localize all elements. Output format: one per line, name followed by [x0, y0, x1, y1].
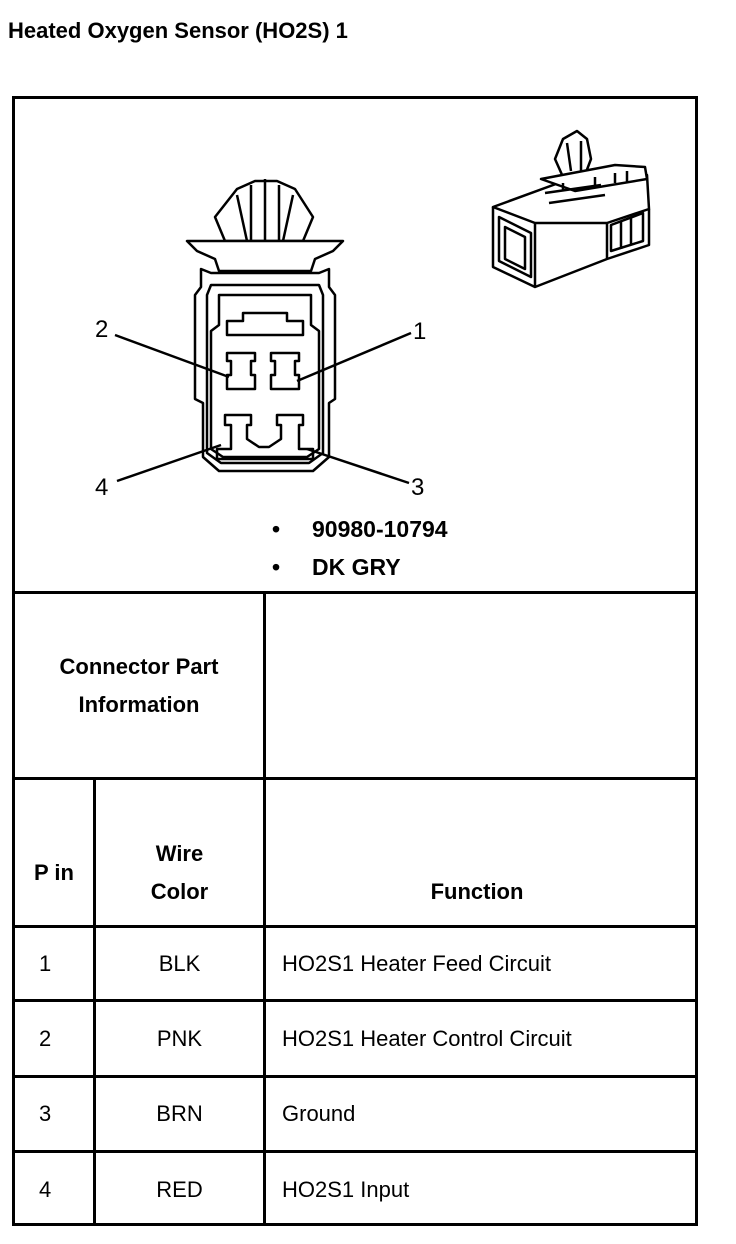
- pin-label-3: 3: [411, 474, 424, 501]
- pin-label-2: 2: [95, 316, 108, 343]
- divider: [15, 1075, 695, 1078]
- pin-label-4: 4: [95, 474, 108, 501]
- connector-info-list: • 90980-10794 • DK GRY: [266, 510, 448, 586]
- connector-color: DK GRY: [312, 553, 401, 580]
- row-3-wire-color: BRN: [156, 1101, 203, 1126]
- divider: [15, 925, 695, 928]
- row-4-pin: 4: [39, 1176, 52, 1202]
- leader-line-4: [116, 443, 222, 483]
- divider: [15, 999, 695, 1002]
- leader-line-3: [306, 447, 410, 485]
- divider: [15, 777, 695, 780]
- part-number: 90980-10794: [312, 515, 448, 542]
- divider: [15, 591, 695, 594]
- row-2-wire-color: PNK: [156, 1025, 203, 1051]
- row-1-pin: 1: [39, 950, 52, 976]
- row-3-function: Ground: [282, 1101, 356, 1126]
- row-1-function: HO2S1 Heater Feed Circuit: [282, 950, 551, 976]
- leader-line-1: [296, 331, 412, 383]
- header-wire-color: Wire Color: [150, 841, 209, 904]
- cavity-pin-1: [269, 351, 301, 391]
- row-2-function: HO2S1 Heater Control Circuit: [282, 1025, 572, 1051]
- connector-flange: [185, 239, 345, 273]
- list-item: • 90980-10794: [266, 510, 448, 548]
- row-3-pin: 3: [39, 1101, 52, 1126]
- row-4-function: HO2S1 Input: [282, 1176, 410, 1202]
- row-1-wire-color: BLK: [158, 950, 201, 976]
- divider: [93, 777, 96, 1226]
- connector-shell: [193, 267, 337, 473]
- connector-table: 1 2 3 4 Connector Part Information P in …: [12, 96, 698, 1226]
- row-4-wire-color: RED: [156, 1176, 203, 1202]
- connector-3d-view: [491, 129, 651, 289]
- pin-label-1: 1: [413, 318, 426, 345]
- row-2-pin: 2: [39, 1025, 52, 1051]
- list-item: • DK GRY: [266, 548, 448, 586]
- leader-line-2: [114, 333, 230, 379]
- divider: [15, 1150, 695, 1153]
- cavity-pin-2: [225, 351, 257, 391]
- bullet-icon: •: [272, 515, 281, 542]
- page-title: Heated Oxygen Sensor (HO2S) 1: [8, 18, 348, 43]
- divider: [263, 591, 266, 1226]
- header-function: Function: [430, 879, 524, 904]
- connector-diagram: 1 2 3 4: [95, 129, 651, 501]
- cavity-pins-3-4: [215, 413, 315, 461]
- connector-info-label: Connector Part Information: [59, 653, 219, 717]
- header-pin: P in: [34, 860, 74, 885]
- bullet-icon: •: [272, 553, 281, 580]
